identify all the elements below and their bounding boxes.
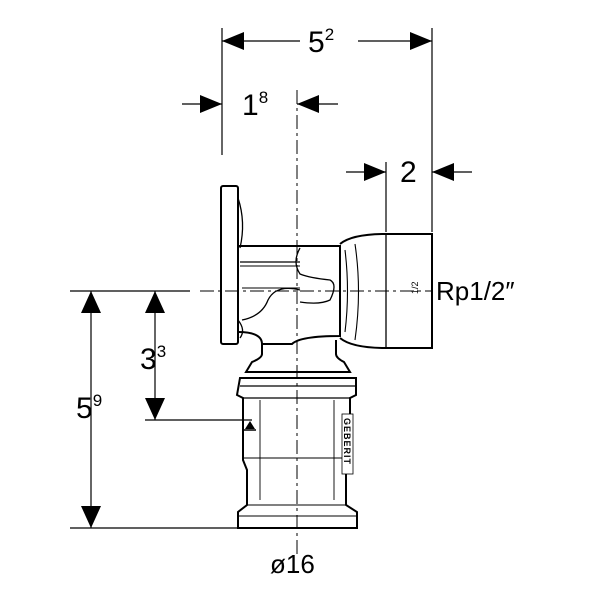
arrow-total-bottom <box>81 506 101 528</box>
arrowheads <box>81 32 454 528</box>
arrow-center-bottom <box>145 398 165 420</box>
dim-total-height: 59 <box>76 391 102 425</box>
thread-socket <box>339 233 433 349</box>
triangle-marker-icon <box>245 421 255 429</box>
thread-marking: 1/2 <box>410 281 420 294</box>
arrow-width-right <box>410 32 432 50</box>
elbow-body <box>237 245 341 345</box>
arrow-width-left <box>222 32 244 50</box>
dimension-lines <box>70 28 472 529</box>
arrow-thread-right <box>432 163 454 181</box>
dim-center-height: 33 <box>140 342 166 376</box>
brand-text: GEBERIT <box>342 418 352 465</box>
arrow-center-top <box>145 291 165 313</box>
arrow-total-top <box>81 291 101 313</box>
thread-label: Rp1/2″ <box>436 276 515 306</box>
wall-plate <box>220 185 239 345</box>
arrow-offset-left <box>200 95 222 113</box>
dim-total-width: 52 <box>308 25 334 59</box>
sleeve-marker <box>244 421 256 431</box>
brand-logo: GEBERIT <box>341 413 354 475</box>
press-sleeve <box>235 377 358 529</box>
diameter-label: ø16 <box>270 549 315 579</box>
centerlines <box>200 90 432 555</box>
dim-offset-axis: 18 <box>242 88 268 122</box>
arrow-offset-right <box>297 95 319 113</box>
thread-small-text: 1/2 <box>410 281 420 294</box>
arrow-thread-left <box>364 163 386 181</box>
fitting-body <box>220 185 433 529</box>
dim-thread-length: 2 <box>400 156 417 189</box>
